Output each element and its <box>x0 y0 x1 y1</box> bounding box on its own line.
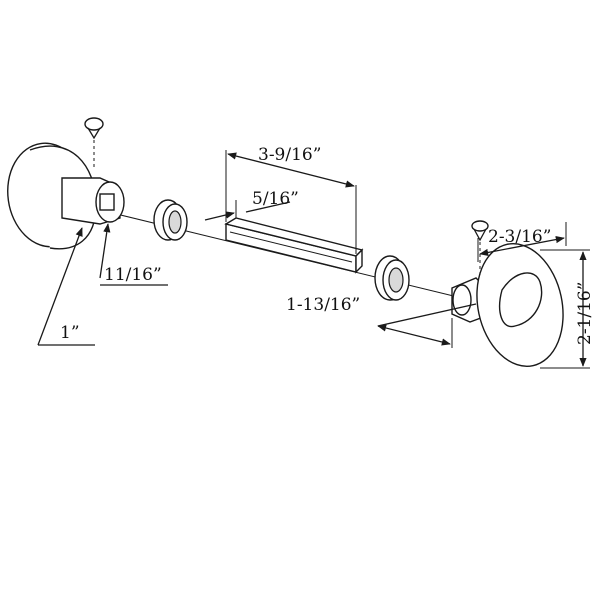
right-knob <box>451 243 564 367</box>
offset-arrow-left <box>204 211 235 221</box>
left-rosette <box>7 142 125 250</box>
spindle-end-face <box>355 248 363 274</box>
dimension-knob-height: 2-1/16” <box>540 249 595 369</box>
left-set-screw <box>84 117 104 170</box>
spindle-offset-label: 5/16” <box>252 189 299 209</box>
dimension-knob-width: 2-3/16” <box>477 222 567 262</box>
knob-projection-line <box>377 324 451 346</box>
spindle-groove <box>229 231 353 263</box>
left-screw-shank <box>87 127 101 140</box>
rosette-neck-label: 11/16” <box>104 265 162 285</box>
spindle-length-label: 3-9/16” <box>258 145 321 165</box>
right-bushing-bore <box>388 267 404 293</box>
dimension-spindle-offset: 5/16” <box>204 189 299 221</box>
spindle <box>224 217 364 274</box>
knob-projection-label: 1-13/16” <box>286 295 360 315</box>
dimension-rosette-neck: 11/16” <box>99 223 168 286</box>
right-knob-collar <box>452 284 472 316</box>
left-bushing <box>153 199 188 241</box>
right-knob-face <box>498 272 543 328</box>
knob-projection-leader <box>377 303 477 327</box>
knob-height-label: 2-1/16” <box>575 282 595 345</box>
square-socket <box>99 193 115 211</box>
offset-leader <box>245 201 291 213</box>
dimension-line <box>227 152 355 188</box>
dimension-knob-projection: 1-13/16” <box>286 295 477 348</box>
right-screw-head <box>471 220 489 232</box>
dimension-spindle-length: 3-9/16” <box>225 145 357 254</box>
projection-leader <box>37 227 83 346</box>
neck-leader <box>99 223 111 279</box>
width-dimension-line <box>479 235 565 257</box>
right-bushing <box>374 255 410 301</box>
left-screw-head <box>84 117 104 131</box>
rosette-projection-label: 1” <box>60 323 80 343</box>
knob-width-label: 2-3/16” <box>488 227 551 247</box>
left-bushing-bore <box>168 210 182 234</box>
dimension-rosette-projection: 1” <box>37 227 95 346</box>
